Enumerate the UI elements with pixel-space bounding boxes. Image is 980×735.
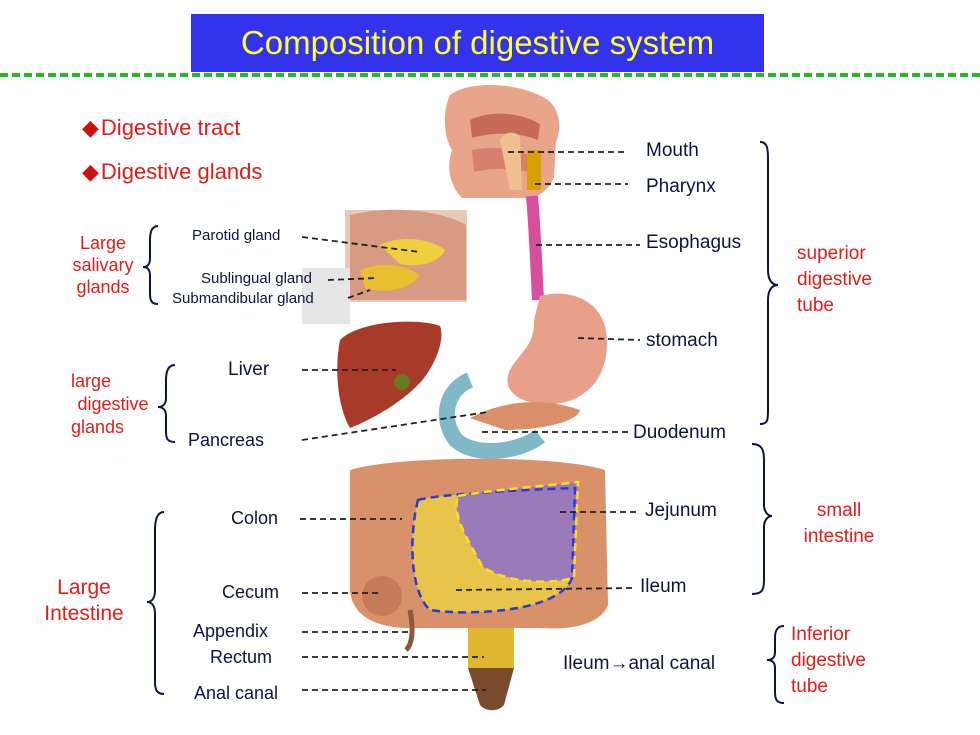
title-divider <box>0 73 980 77</box>
left-braces <box>142 225 176 695</box>
bullet-text: Digestive glands <box>100 159 263 184</box>
label-appendix: Appendix <box>193 621 269 641</box>
anal-canal-illustration <box>468 668 514 711</box>
esophagus-illustration <box>526 195 544 301</box>
stomach-illustration <box>507 293 607 405</box>
label-ileum: Ileum <box>640 576 687 597</box>
bullet-text: Digestive tract <box>100 115 241 140</box>
label-anal-canal: Anal canal <box>194 683 279 703</box>
salivary-glands-illustration <box>302 209 467 324</box>
group-line: glands <box>71 417 125 437</box>
group-superior-digestive-tube: superior digestive tube <box>797 241 872 319</box>
liver-illustration <box>337 321 442 428</box>
group-large-digestive-glands: large digestive glands <box>68 370 158 439</box>
group-line: intestine <box>803 526 875 547</box>
label-rectum: Rectum <box>210 647 273 667</box>
label-cecum: Cecum <box>222 582 280 602</box>
group-line: digestive <box>791 650 866 671</box>
label-mouth: Mouth <box>646 140 699 161</box>
label-duodenum: Duodenum <box>633 422 726 443</box>
group-line: digestive <box>77 394 149 414</box>
title-banner: Composition of digestive system <box>191 14 764 72</box>
pancreas-illustration <box>470 402 580 430</box>
label-pharynx: Pharynx <box>646 176 716 197</box>
leader-lines <box>300 151 641 691</box>
group-line: Large <box>57 576 111 599</box>
group-line: Large <box>79 233 127 253</box>
group-line: Inferior <box>791 624 851 645</box>
label-stomach: stomach <box>646 330 718 351</box>
group-line: tube <box>797 295 834 316</box>
group-small-intestine: small intestine <box>793 498 885 550</box>
group-line: glands <box>76 277 130 297</box>
label-liver: Liver <box>228 359 270 380</box>
label-esophagus: Esophagus <box>646 232 742 253</box>
group-inferior-digestive-tube: Inferior digestive tube <box>791 622 866 700</box>
diamond-bullet-icon: ◆ <box>82 115 99 140</box>
label-parotid-gland: Parotid gland <box>192 227 281 244</box>
diamond-bullet-icon: ◆ <box>82 159 99 184</box>
label-ileum-anal-canal: Ileum→anal canal <box>563 653 716 674</box>
label-submandibular-gland: Submandibular gland <box>172 290 314 307</box>
label-sublingual-gland: Sublingual gland <box>201 270 312 287</box>
group-large-intestine: Large Intestine <box>36 575 132 627</box>
group-line: Intestine <box>44 602 124 625</box>
right-braces <box>751 141 785 704</box>
bullet-digestive-glands: ◆Digestive glands <box>82 161 262 183</box>
label-pancreas: Pancreas <box>188 430 265 450</box>
group-line: superior <box>797 243 866 264</box>
bullet-digestive-tract: ◆Digestive tract <box>82 117 240 139</box>
group-line: small <box>816 500 862 521</box>
page-title: Composition of digestive system <box>240 24 715 61</box>
group-line: large <box>71 371 112 391</box>
group-line: digestive <box>797 269 872 290</box>
group-large-salivary-glands: Large salivary glands <box>66 232 140 298</box>
head-section-illustration <box>444 84 560 198</box>
label-colon: Colon <box>231 508 279 528</box>
rectum-illustration <box>468 628 514 668</box>
group-line: salivary <box>72 255 134 275</box>
label-jejunum: Jejunum <box>645 500 717 521</box>
duodenum-illustration <box>438 372 545 459</box>
group-line: tube <box>791 676 828 697</box>
